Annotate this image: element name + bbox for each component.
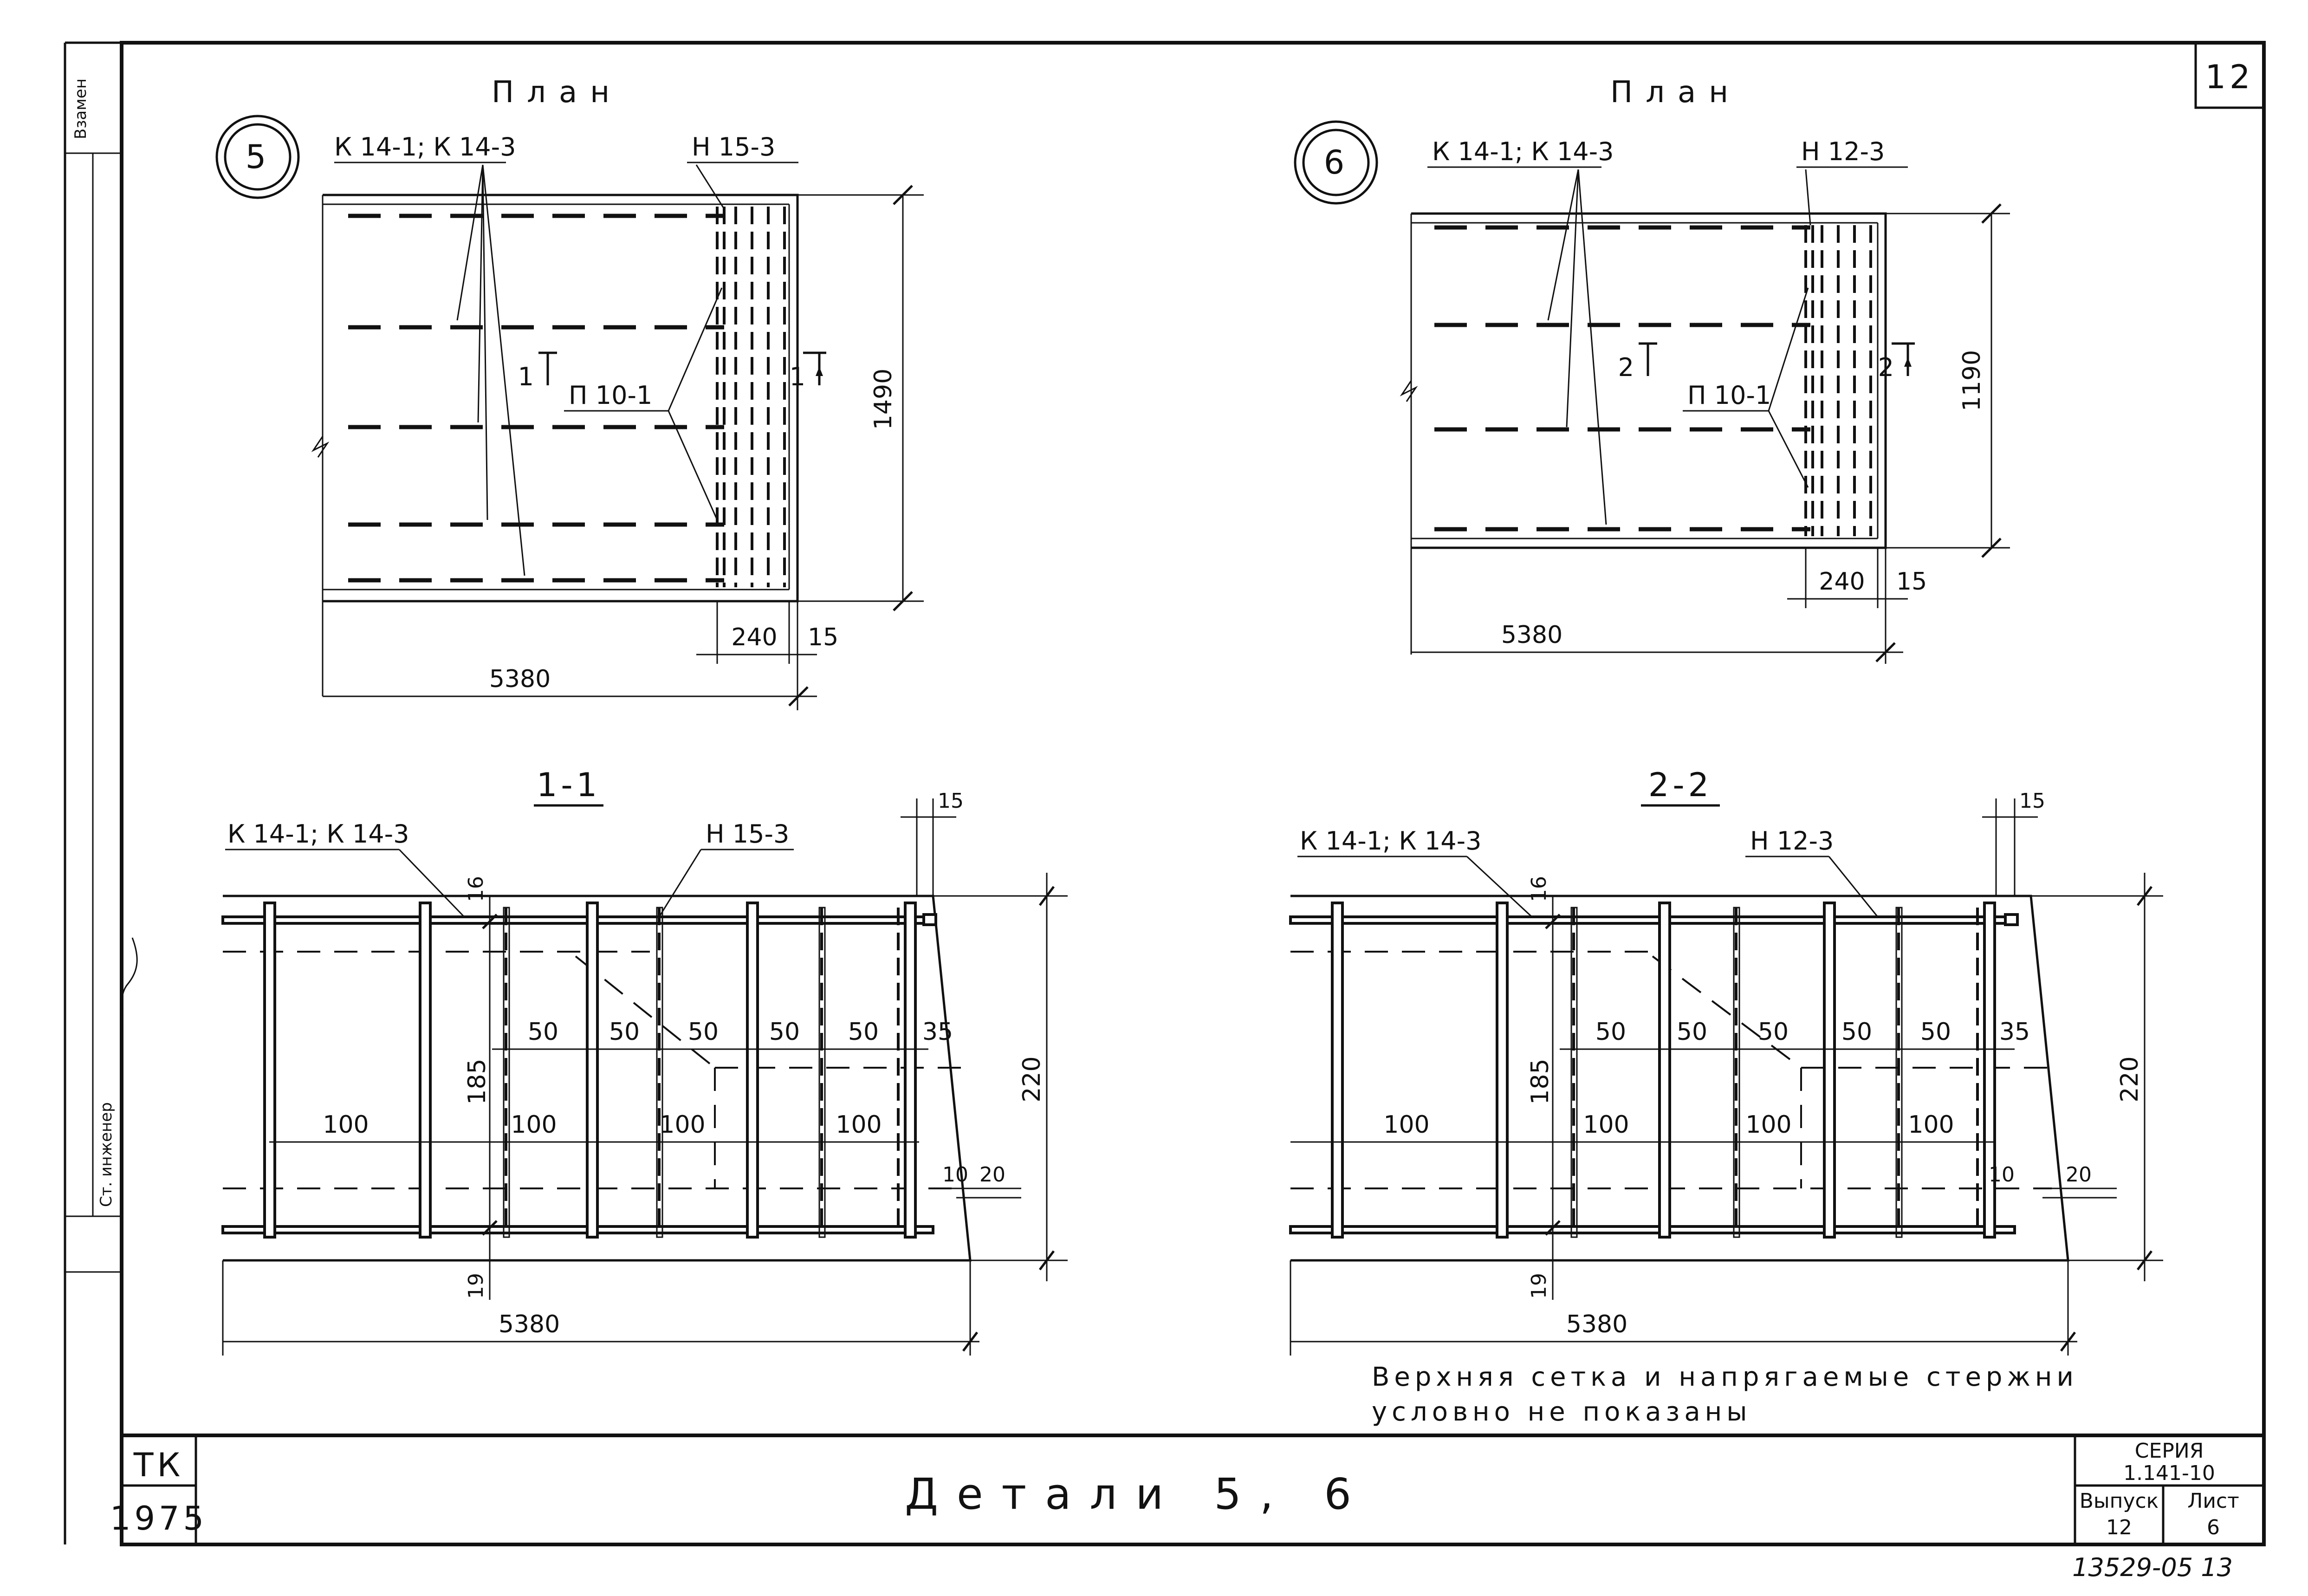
side-label-engineer: Ст. инженер bbox=[97, 1102, 116, 1207]
section2-dim-185: 185 bbox=[1526, 1058, 1554, 1104]
plan6-dim-240: 240 bbox=[1819, 568, 1865, 596]
plan6-label-n: Н 12-3 bbox=[1801, 137, 1885, 166]
section2-heading: 2-2 bbox=[1648, 766, 1712, 804]
section2-dim-height: 220 bbox=[2116, 1056, 2144, 1102]
sheet-value: 6 bbox=[2207, 1516, 2220, 1539]
section1-dim-16: 16 bbox=[464, 876, 488, 902]
plan5-slab bbox=[323, 194, 799, 603]
section2-spacing-100c: 100 bbox=[1745, 1111, 1791, 1139]
stamp-tk: ТК bbox=[133, 1446, 184, 1484]
plan5-dim-15: 15 bbox=[808, 623, 838, 651]
section2-dim-15: 15 bbox=[2019, 789, 2045, 813]
section1-dim-35: 35 bbox=[922, 1018, 953, 1046]
section2-spacing-100b: 100 bbox=[1583, 1111, 1629, 1139]
section1-spacing-100c: 100 bbox=[659, 1111, 705, 1139]
plan6-heading: План bbox=[1610, 75, 1741, 110]
section1-dim-185: 185 bbox=[463, 1058, 491, 1104]
plan5-detail-number: 5 bbox=[246, 138, 270, 176]
plan6-label-k: К 14-1; К 14-3 bbox=[1432, 137, 1614, 166]
plan5-label-n: Н 15-3 bbox=[692, 132, 775, 162]
section1-heading: 1-1 bbox=[537, 766, 601, 804]
plan5-label-k: К 14-1; К 14-3 bbox=[334, 132, 516, 162]
page-number: 12 bbox=[2205, 58, 2254, 96]
section2-spacing-50c: 50 bbox=[1758, 1018, 1789, 1046]
section2-spacing-100d: 100 bbox=[1908, 1111, 1954, 1139]
stamp-year: 1975 bbox=[110, 1499, 207, 1538]
title-block: ТК 1975 Детали 5, 6 СЕРИЯ 1.141-10 Выпус… bbox=[110, 1434, 2265, 1582]
section1-dim-19: 19 bbox=[464, 1273, 488, 1299]
section2-spacing-50b: 50 bbox=[1677, 1018, 1707, 1046]
note-line2: условно не показаны bbox=[1372, 1397, 1751, 1427]
section1-spacing-100d: 100 bbox=[836, 1111, 882, 1139]
section-2-2: 2-2 К 14-1; К 14-3 Н 12-3 50 50 50 bbox=[1289, 766, 2163, 1356]
section2-outline bbox=[1290, 895, 2069, 1262]
section2-dim-35: 35 bbox=[1999, 1018, 2030, 1046]
section1-spacing-50c: 50 bbox=[688, 1018, 719, 1046]
plan-6: План 6 К 14-1; К 14-3 Н 12-3 П 10-1 bbox=[1294, 75, 2010, 664]
section1-label-n: Н 15-3 bbox=[706, 819, 789, 849]
plan5-heading: План bbox=[492, 75, 622, 110]
section2-dim-19: 19 bbox=[1527, 1273, 1551, 1299]
plan5-dim-length: 5380 bbox=[489, 665, 551, 693]
section1-dim-height: 220 bbox=[1018, 1056, 1046, 1102]
issue-value: 12 bbox=[2106, 1516, 2132, 1539]
section2-dim-16: 16 bbox=[1527, 876, 1551, 902]
plan6-detail-circle-inner bbox=[1302, 129, 1370, 196]
sheet-label: Лист bbox=[2187, 1489, 2239, 1513]
plan5-detail-circle-inner bbox=[224, 123, 292, 191]
section-1-1: 1-1 К 14-1; К 14-3 Н 15-3 bbox=[221, 766, 1068, 1356]
note-line1: Верхняя сетка и напрягаемые стержни bbox=[1372, 1362, 2078, 1392]
plan5-section-mark-right: 1 bbox=[790, 362, 805, 391]
plan6-dim-length: 5380 bbox=[1501, 621, 1562, 649]
series-value: 1.141-10 bbox=[2123, 1461, 2215, 1485]
section1-dim-20: 20 bbox=[979, 1163, 1005, 1187]
series-label: СЕРИЯ bbox=[2135, 1439, 2204, 1463]
section2-label-k: К 14-1; К 14-3 bbox=[1300, 826, 1481, 856]
section2-dim-10: 10 bbox=[1989, 1163, 2015, 1187]
plan-5: План 5 К 14-1; К 14-3 Н 15-3 bbox=[215, 75, 924, 710]
plan6-dim-height: 1190 bbox=[1958, 350, 1986, 411]
sheet-title: Детали 5, 6 bbox=[905, 1469, 1370, 1519]
section1-dim-length: 5380 bbox=[499, 1311, 560, 1338]
plan6-label-p: П 10-1 bbox=[1687, 381, 1771, 410]
section1-label-k: К 14-1; К 14-3 bbox=[227, 819, 409, 849]
sheet-frame: 12 Взамен Ст. инженер bbox=[64, 41, 2266, 1546]
plan6-section-mark-left: 2 bbox=[1618, 353, 1634, 382]
plan6-section-mark-right: 2 bbox=[1878, 353, 1894, 382]
archive-number: 13529-05 13 bbox=[2072, 1553, 2233, 1582]
plan5-label-p: П 10-1 bbox=[569, 381, 652, 410]
section2-spacing-50d: 50 bbox=[1841, 1018, 1872, 1046]
section2-spacing-50a: 50 bbox=[1595, 1018, 1626, 1046]
issue-label: Выпуск bbox=[2080, 1489, 2159, 1513]
plan6-detail-circle-outer bbox=[1294, 120, 1378, 205]
section1-dim-10: 10 bbox=[942, 1163, 968, 1187]
plan6-dim-15: 15 bbox=[1896, 568, 1927, 596]
section2-dim-length: 5380 bbox=[1566, 1311, 1627, 1338]
section1-spacing-50b: 50 bbox=[609, 1018, 640, 1046]
section1-spacing-100a: 100 bbox=[323, 1111, 369, 1139]
section2-spacing-100a: 100 bbox=[1383, 1111, 1429, 1139]
section1-spacing-50d: 50 bbox=[769, 1018, 800, 1046]
section1-spacing-50e: 50 bbox=[848, 1018, 879, 1046]
plan5-detail-circle-outer bbox=[215, 115, 300, 199]
section2-dim-20: 20 bbox=[2066, 1163, 2092, 1187]
plan6-detail-number: 6 bbox=[1324, 143, 1348, 182]
signature-scribble bbox=[120, 937, 138, 1045]
section1-dim-15: 15 bbox=[938, 789, 964, 813]
note: Верхняя сетка и напрягаемые стержни усло… bbox=[1372, 1362, 2078, 1427]
plan6-slab bbox=[1411, 212, 1887, 549]
section2-label-n: Н 12-3 bbox=[1750, 826, 1834, 856]
section1-outline bbox=[223, 895, 972, 1262]
plan5-dim-height: 1490 bbox=[869, 369, 897, 430]
section2-spacing-50e: 50 bbox=[1920, 1018, 1951, 1046]
side-label-vzamen: Взамен bbox=[71, 78, 90, 139]
section1-spacing-100b: 100 bbox=[511, 1111, 557, 1139]
section1-spacing-50a: 50 bbox=[528, 1018, 558, 1046]
plan5-dim-240: 240 bbox=[731, 623, 777, 651]
plan5-section-mark-left: 1 bbox=[518, 362, 534, 391]
